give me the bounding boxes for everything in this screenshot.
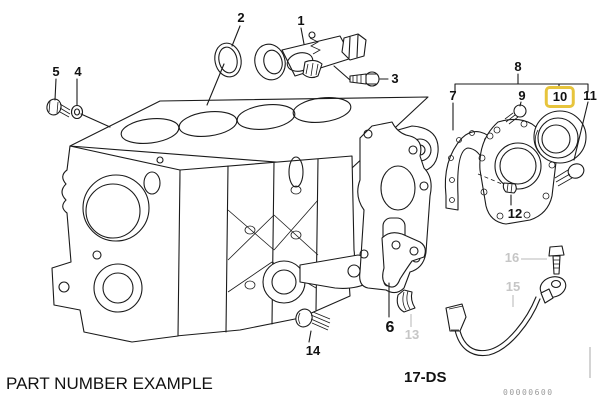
callout-4[interactable]: 4: [74, 64, 82, 79]
callout-5[interactable]: 5: [52, 64, 60, 79]
callout-7[interactable]: 7: [449, 88, 457, 103]
leader-lines: [55, 26, 590, 378]
diagram-doc-number: 00000600: [503, 388, 554, 397]
block-ribs: [228, 186, 318, 292]
bolt-9-drawing: [505, 105, 526, 124]
callout-8[interactable]: 8: [514, 59, 522, 74]
dowel-12-drawing: [503, 183, 516, 193]
knock-sensor-drawing: [446, 246, 568, 356]
callout-14[interactable]: 14: [305, 343, 321, 358]
shell-13-drawing: [397, 290, 415, 312]
bolt-14-drawing: [293, 307, 330, 330]
coolant-pipe-drawing: [251, 32, 366, 83]
callout-6[interactable]: 6: [385, 319, 395, 336]
bolt-5-drawing: [45, 97, 70, 117]
callout-9[interactable]: 9: [518, 88, 526, 103]
callout-15[interactable]: 15: [505, 279, 521, 294]
callout-11[interactable]: 11: [583, 88, 597, 103]
callout-2[interactable]: 2: [237, 10, 245, 25]
diagram-section-code: 17-DS: [404, 369, 447, 386]
bracket-6-drawing: [382, 233, 425, 287]
callout-13[interactable]: 13: [404, 327, 420, 342]
bolt-3-drawing: [350, 72, 379, 86]
shaft-seal-drawing: [534, 111, 586, 163]
bolt-11-drawing: [555, 161, 586, 186]
callout-1[interactable]: 1: [297, 13, 305, 28]
spring-clamp: [303, 32, 322, 78]
washer-4-drawing: [72, 106, 83, 119]
callout-12[interactable]: 12: [507, 206, 523, 221]
callout-10-highlighted[interactable]: 10: [544, 86, 576, 108]
part-number-example-label: PART NUMBER EXAMPLE: [6, 374, 213, 393]
cylinder-bores: [120, 95, 352, 147]
callout-16[interactable]: 16: [504, 250, 520, 265]
callout-3[interactable]: 3: [391, 71, 399, 86]
o-ring-drawing: [212, 41, 245, 80]
